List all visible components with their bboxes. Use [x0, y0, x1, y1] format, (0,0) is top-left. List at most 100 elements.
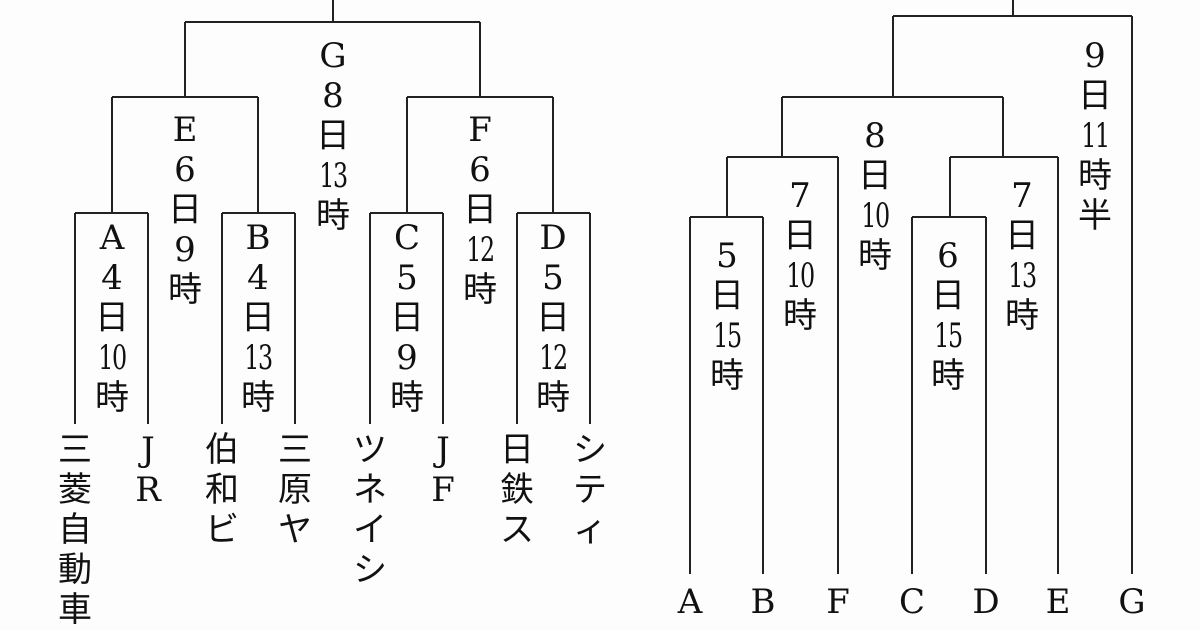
- label-char: 6: [469, 150, 491, 190]
- label-char: シ: [573, 430, 607, 470]
- label-char: 時: [857, 236, 892, 276]
- label-char: 時: [1077, 156, 1112, 196]
- label-char: 動: [58, 550, 92, 590]
- label-char: D: [539, 218, 567, 258]
- label-char: 6: [937, 236, 959, 276]
- label-char: R: [135, 470, 161, 510]
- label-char: 6: [174, 150, 196, 190]
- label-char: ツ: [353, 430, 387, 470]
- slot-G: G: [1118, 582, 1145, 622]
- label-char: 時: [782, 296, 817, 336]
- slot-A: A: [678, 582, 703, 622]
- label-char: 4: [101, 258, 123, 298]
- label-char: 時: [168, 270, 202, 310]
- label-char: J: [141, 430, 155, 470]
- label-char: 日: [930, 276, 965, 316]
- label-char: 5: [542, 258, 564, 298]
- label-char: 9: [174, 230, 196, 270]
- label-char: ィ: [573, 510, 607, 550]
- label-char: 日: [857, 156, 892, 196]
- label-char: G: [319, 36, 347, 76]
- team-8: シティ: [573, 430, 607, 550]
- label-char: 10: [786, 256, 815, 296]
- slot-F: F: [826, 582, 850, 622]
- team-3: 伯和ビ: [205, 430, 239, 550]
- slot-D: D: [972, 582, 999, 622]
- label-char: E: [1045, 582, 1071, 622]
- label-char: 7: [1011, 176, 1033, 216]
- bracket-line-B: [221, 212, 296, 424]
- label-char: 13: [1008, 256, 1037, 296]
- bracket-line-F: [406, 96, 554, 213]
- team-1: 三菱自動車: [58, 430, 92, 630]
- label-char: 日: [168, 190, 202, 230]
- label-char: 三: [278, 430, 312, 470]
- label-char: C: [393, 218, 420, 258]
- label-char: ス: [500, 510, 534, 550]
- label-char: 自: [58, 510, 92, 550]
- label-char: 7: [789, 176, 811, 216]
- label-char: F: [826, 582, 850, 622]
- label-char: 和: [205, 470, 239, 510]
- label-char: 日: [390, 298, 424, 338]
- label-char: 15: [934, 316, 963, 356]
- label-char: 5: [716, 236, 738, 276]
- label-char: 時: [709, 356, 744, 396]
- label-char: 時: [1004, 296, 1039, 336]
- label-char: 10: [861, 196, 890, 236]
- label-char: 13: [244, 338, 273, 378]
- label-char: テ: [573, 470, 607, 510]
- label-char: 9: [1084, 36, 1106, 76]
- label-char: 15: [713, 316, 742, 356]
- label-char: 伯: [205, 430, 239, 470]
- label-char: 13: [319, 156, 348, 196]
- label-char: 12: [539, 338, 568, 378]
- bracket-line-semis: [781, 96, 1004, 157]
- label-char: 原: [278, 470, 312, 510]
- label-char: 9: [396, 338, 418, 378]
- label-char: 車: [58, 590, 92, 630]
- label-char: B: [750, 582, 776, 622]
- label-char: G: [1118, 582, 1146, 622]
- bracket-line-final-right: [892, 0, 1133, 574]
- label-char: 日: [94, 298, 129, 338]
- label-char: 時: [240, 378, 275, 418]
- label-char: 半: [1077, 196, 1112, 236]
- label-char: 日: [782, 216, 817, 256]
- label-char: 三: [58, 430, 92, 470]
- label-char: 4: [247, 258, 269, 298]
- label-char: F: [431, 470, 455, 510]
- bracket-line-final-left: [184, 0, 481, 97]
- label-char: 時: [535, 378, 570, 418]
- label-char: 日: [240, 298, 275, 338]
- label-char: 11: [1081, 116, 1110, 156]
- label-char: B: [245, 218, 271, 258]
- label-char: 時: [315, 196, 350, 236]
- label-char: 時: [390, 378, 424, 418]
- bracket-line-E: [111, 96, 259, 213]
- label-char: J: [436, 430, 450, 470]
- label-char: A: [99, 218, 125, 258]
- label-char: 日: [1004, 216, 1039, 256]
- bracket-line-r1b: [911, 216, 987, 574]
- label-char: 日: [500, 430, 534, 470]
- bracket-line-r1a: [689, 216, 764, 574]
- label-char: F: [468, 110, 492, 150]
- team-5: ツネイシ: [353, 430, 387, 590]
- label-char: 時: [930, 356, 965, 396]
- label-char: 8: [864, 116, 886, 156]
- label-char: シ: [353, 550, 387, 590]
- label-char: 12: [466, 230, 495, 270]
- bracket-line-qf1: [726, 156, 839, 574]
